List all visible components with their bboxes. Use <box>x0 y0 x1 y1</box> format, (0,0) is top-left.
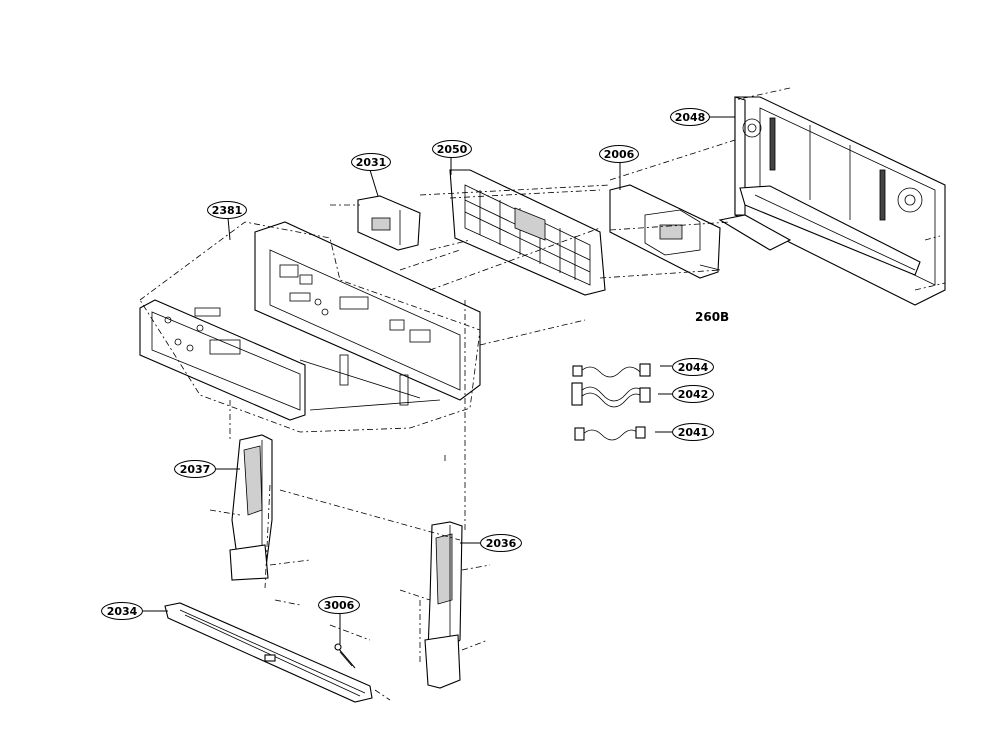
callout-2036: 2036 <box>480 534 522 552</box>
back-panel-part <box>718 87 946 306</box>
callout-2006: 2006 <box>599 145 639 163</box>
callout-2042: 2042 <box>672 385 714 403</box>
wire-harness-2042 <box>571 382 651 408</box>
leader-lines <box>143 116 735 644</box>
small-bracket-part <box>330 195 421 251</box>
assembly-guide-lines <box>209 139 736 701</box>
screw-part <box>334 643 356 669</box>
callout-3006: 3006 <box>318 596 360 614</box>
bottom-trim-part <box>164 602 373 703</box>
left-side-trim-part <box>229 434 273 589</box>
callout-2041: 2041 <box>672 423 714 441</box>
callout-2034: 2034 <box>101 602 143 620</box>
control-panel-part <box>139 221 481 433</box>
callout-2031: 2031 <box>351 153 391 171</box>
wire-harness-2044 <box>572 363 651 378</box>
callout-2048: 2048 <box>670 108 710 126</box>
wire-harness-2041 <box>574 426 646 441</box>
label-260B: 260B <box>695 310 730 324</box>
callout-2044: 2044 <box>672 358 714 376</box>
callout-2037: 2037 <box>174 460 216 478</box>
frame-part <box>419 169 611 296</box>
bracket-part <box>609 184 721 279</box>
callout-2381: 2381 <box>207 201 247 219</box>
right-side-trim-part <box>424 300 466 689</box>
callout-2050: 2050 <box>432 140 472 158</box>
